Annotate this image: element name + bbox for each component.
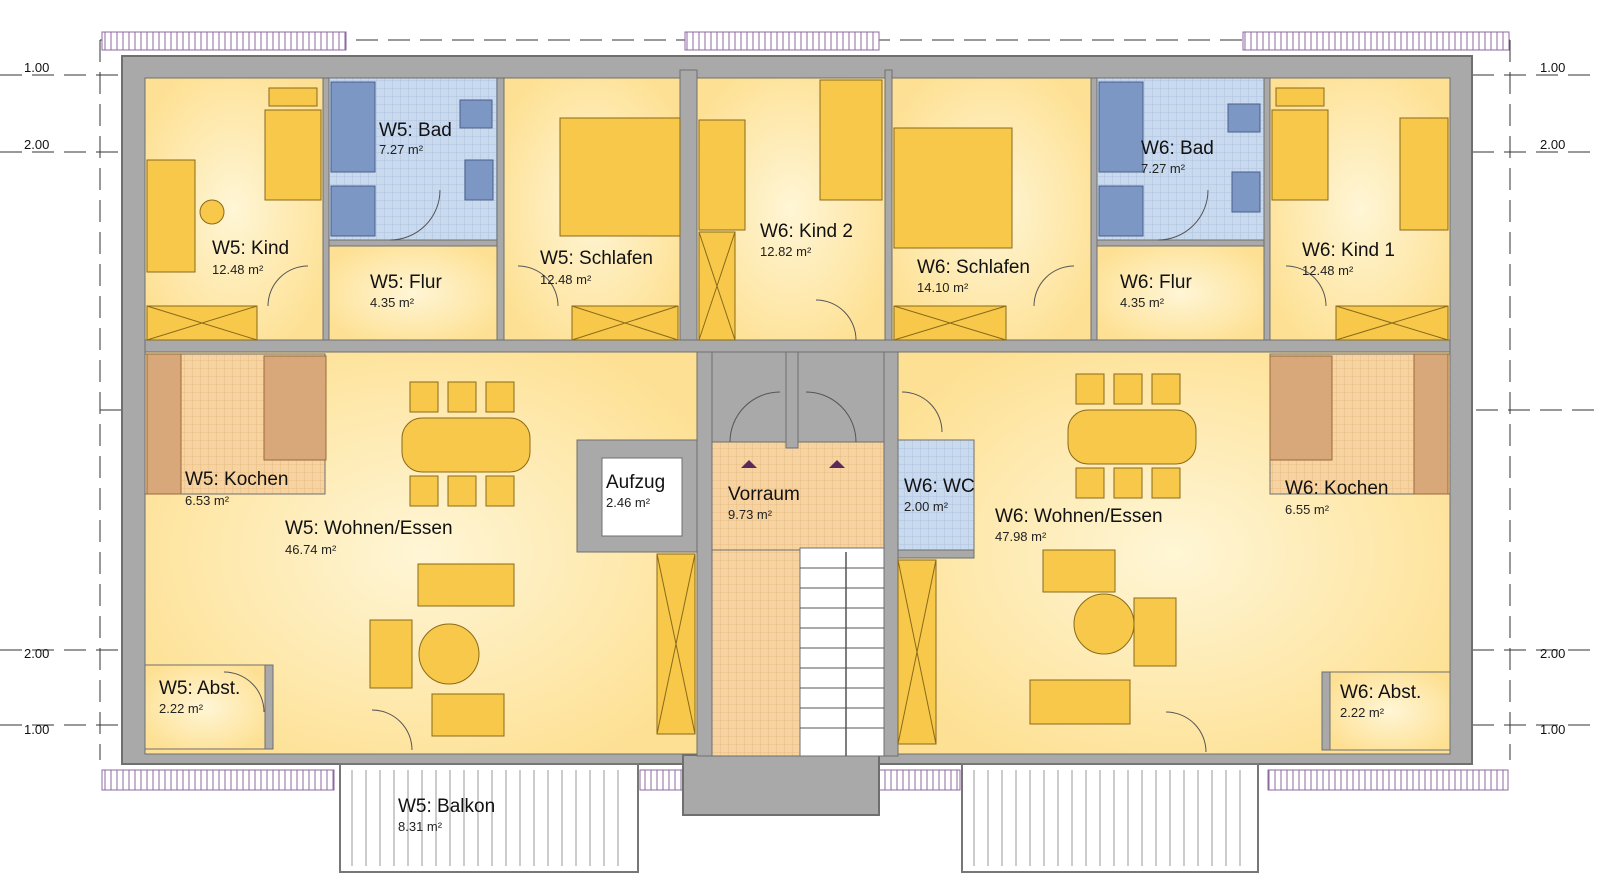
- w6-bad-area: 7.27 m²: [1141, 161, 1186, 176]
- w6-wohnen-name: W6: Wohnen/Essen: [995, 506, 1163, 527]
- bathtub: [1098, 81, 1144, 173]
- w5-flur-floor: [328, 245, 498, 341]
- kitchen-island: [1269, 355, 1333, 461]
- armchair: [1133, 597, 1177, 667]
- w5-balcony: [339, 763, 639, 873]
- staircase: [800, 552, 884, 756]
- w5-balkon-name: W5: Balkon: [398, 796, 495, 817]
- aufzug-name: Aufzug: [606, 472, 665, 493]
- w5-kind-area: 12.48 m²: [212, 262, 264, 277]
- w5-schlafen-area: 12.48 m²: [540, 272, 592, 287]
- level-label: 1.00: [1540, 722, 1565, 737]
- w5-bad-name: W5: Bad: [379, 120, 452, 141]
- w5-wohnen-area: 46.74 m²: [285, 542, 337, 557]
- w5-wohnen-name: W5: Wohnen/Essen: [285, 518, 453, 539]
- bathtub: [330, 81, 376, 173]
- level-label: 1.00: [24, 60, 49, 75]
- vorraum-area: 9.73 m²: [728, 507, 773, 522]
- vorraum-name: Vorraum: [728, 484, 800, 505]
- bed: [1271, 109, 1329, 201]
- desk: [1399, 117, 1449, 231]
- shower: [1098, 185, 1144, 237]
- door-swings: [223, 189, 1327, 753]
- wardrobe-crosses: [146, 231, 1449, 745]
- kitchen-counter: [1413, 353, 1449, 495]
- arrow-icon: [741, 460, 757, 468]
- w5-abst-area: 2.22 m²: [159, 701, 204, 716]
- room-labels: W5: Kind 12.48 m² W5: Bad 7.27 m² W5: Sc…: [159, 120, 1421, 834]
- w5-schlafen-name: W5: Schlafen: [540, 248, 653, 269]
- w6-schlafen-area: 14.10 m²: [917, 280, 969, 295]
- w6-bad-name: W6: Bad: [1141, 138, 1214, 159]
- w6-schlafen-name: W6: Schlafen: [917, 257, 1030, 278]
- w6-kochen-name: W6: Kochen: [1285, 478, 1389, 499]
- arrow-icon: [829, 460, 845, 468]
- w5-balkon-area: 8.31 m²: [398, 819, 443, 834]
- toilet: [1227, 103, 1261, 133]
- bed: [819, 79, 883, 201]
- level-label: 2.00: [24, 137, 49, 152]
- dining-table: [1067, 409, 1197, 465]
- armchair: [369, 619, 413, 689]
- aufzug-area: 2.46 m²: [606, 495, 651, 510]
- w6-flur-floor: [1096, 245, 1265, 341]
- coffee-table: [1073, 593, 1135, 655]
- aufzug-floor: [601, 457, 683, 537]
- level-label: 2.00: [1540, 137, 1565, 152]
- w6-kind1-area: 12.48 m²: [1302, 263, 1354, 278]
- w6-balcony: [961, 763, 1259, 873]
- w5-kochen-name: W5: Kochen: [185, 469, 289, 490]
- sink: [1231, 171, 1261, 213]
- w5-kochen-area: 6.53 m²: [185, 493, 230, 508]
- kitchen-island: [263, 355, 327, 461]
- w6-kind1-name: W6: Kind 1: [1302, 240, 1395, 261]
- sofa: [417, 563, 515, 607]
- w6-kind2-name: W6: Kind 2: [760, 221, 853, 242]
- w6-abst-name: W6: Abst.: [1340, 682, 1421, 703]
- w5-abst-name: W5: Abst.: [159, 678, 240, 699]
- w6-wc-name: W6: WC: [904, 476, 975, 497]
- w5-abst-floor: [144, 664, 266, 750]
- dining-table: [401, 417, 531, 473]
- coffee-table: [418, 623, 480, 685]
- shower: [330, 185, 376, 237]
- w6-kind2-area: 12.82 m²: [760, 244, 812, 259]
- double-bed: [559, 117, 681, 237]
- bed: [264, 109, 322, 201]
- w6-wc-area: 2.00 m²: [904, 499, 949, 514]
- sofa: [1029, 679, 1131, 725]
- toilet: [459, 99, 493, 129]
- inner-walls: [144, 69, 1451, 757]
- desk: [146, 159, 196, 273]
- sink: [464, 159, 494, 201]
- w6-abst-area: 2.22 m²: [1340, 705, 1385, 720]
- w6-flur-name: W6: Flur: [1120, 272, 1192, 293]
- w5-kind-name: W5: Kind: [212, 238, 289, 259]
- stair-well: [799, 547, 885, 757]
- w5-flur-area: 4.35 m²: [370, 295, 415, 310]
- kitchen-counter: [146, 353, 182, 495]
- w6-kochen-area: 6.55 m²: [1285, 502, 1330, 517]
- level-label: 1.00: [1540, 60, 1565, 75]
- w6-wc-floor: [897, 439, 975, 551]
- w6-wohnen-area: 47.98 m²: [995, 529, 1047, 544]
- desk: [698, 119, 746, 231]
- w5-flur-name: W5: Flur: [370, 272, 442, 293]
- level-label: 1.00: [24, 722, 49, 737]
- w6-flur-area: 4.35 m²: [1120, 295, 1165, 310]
- sofa: [1042, 549, 1116, 593]
- level-label: 2.00: [24, 646, 49, 661]
- armchair: [431, 693, 505, 737]
- level-label: 2.00: [1540, 646, 1565, 661]
- w5-bad-area: 7.27 m²: [379, 142, 424, 157]
- double-bed: [893, 127, 1013, 249]
